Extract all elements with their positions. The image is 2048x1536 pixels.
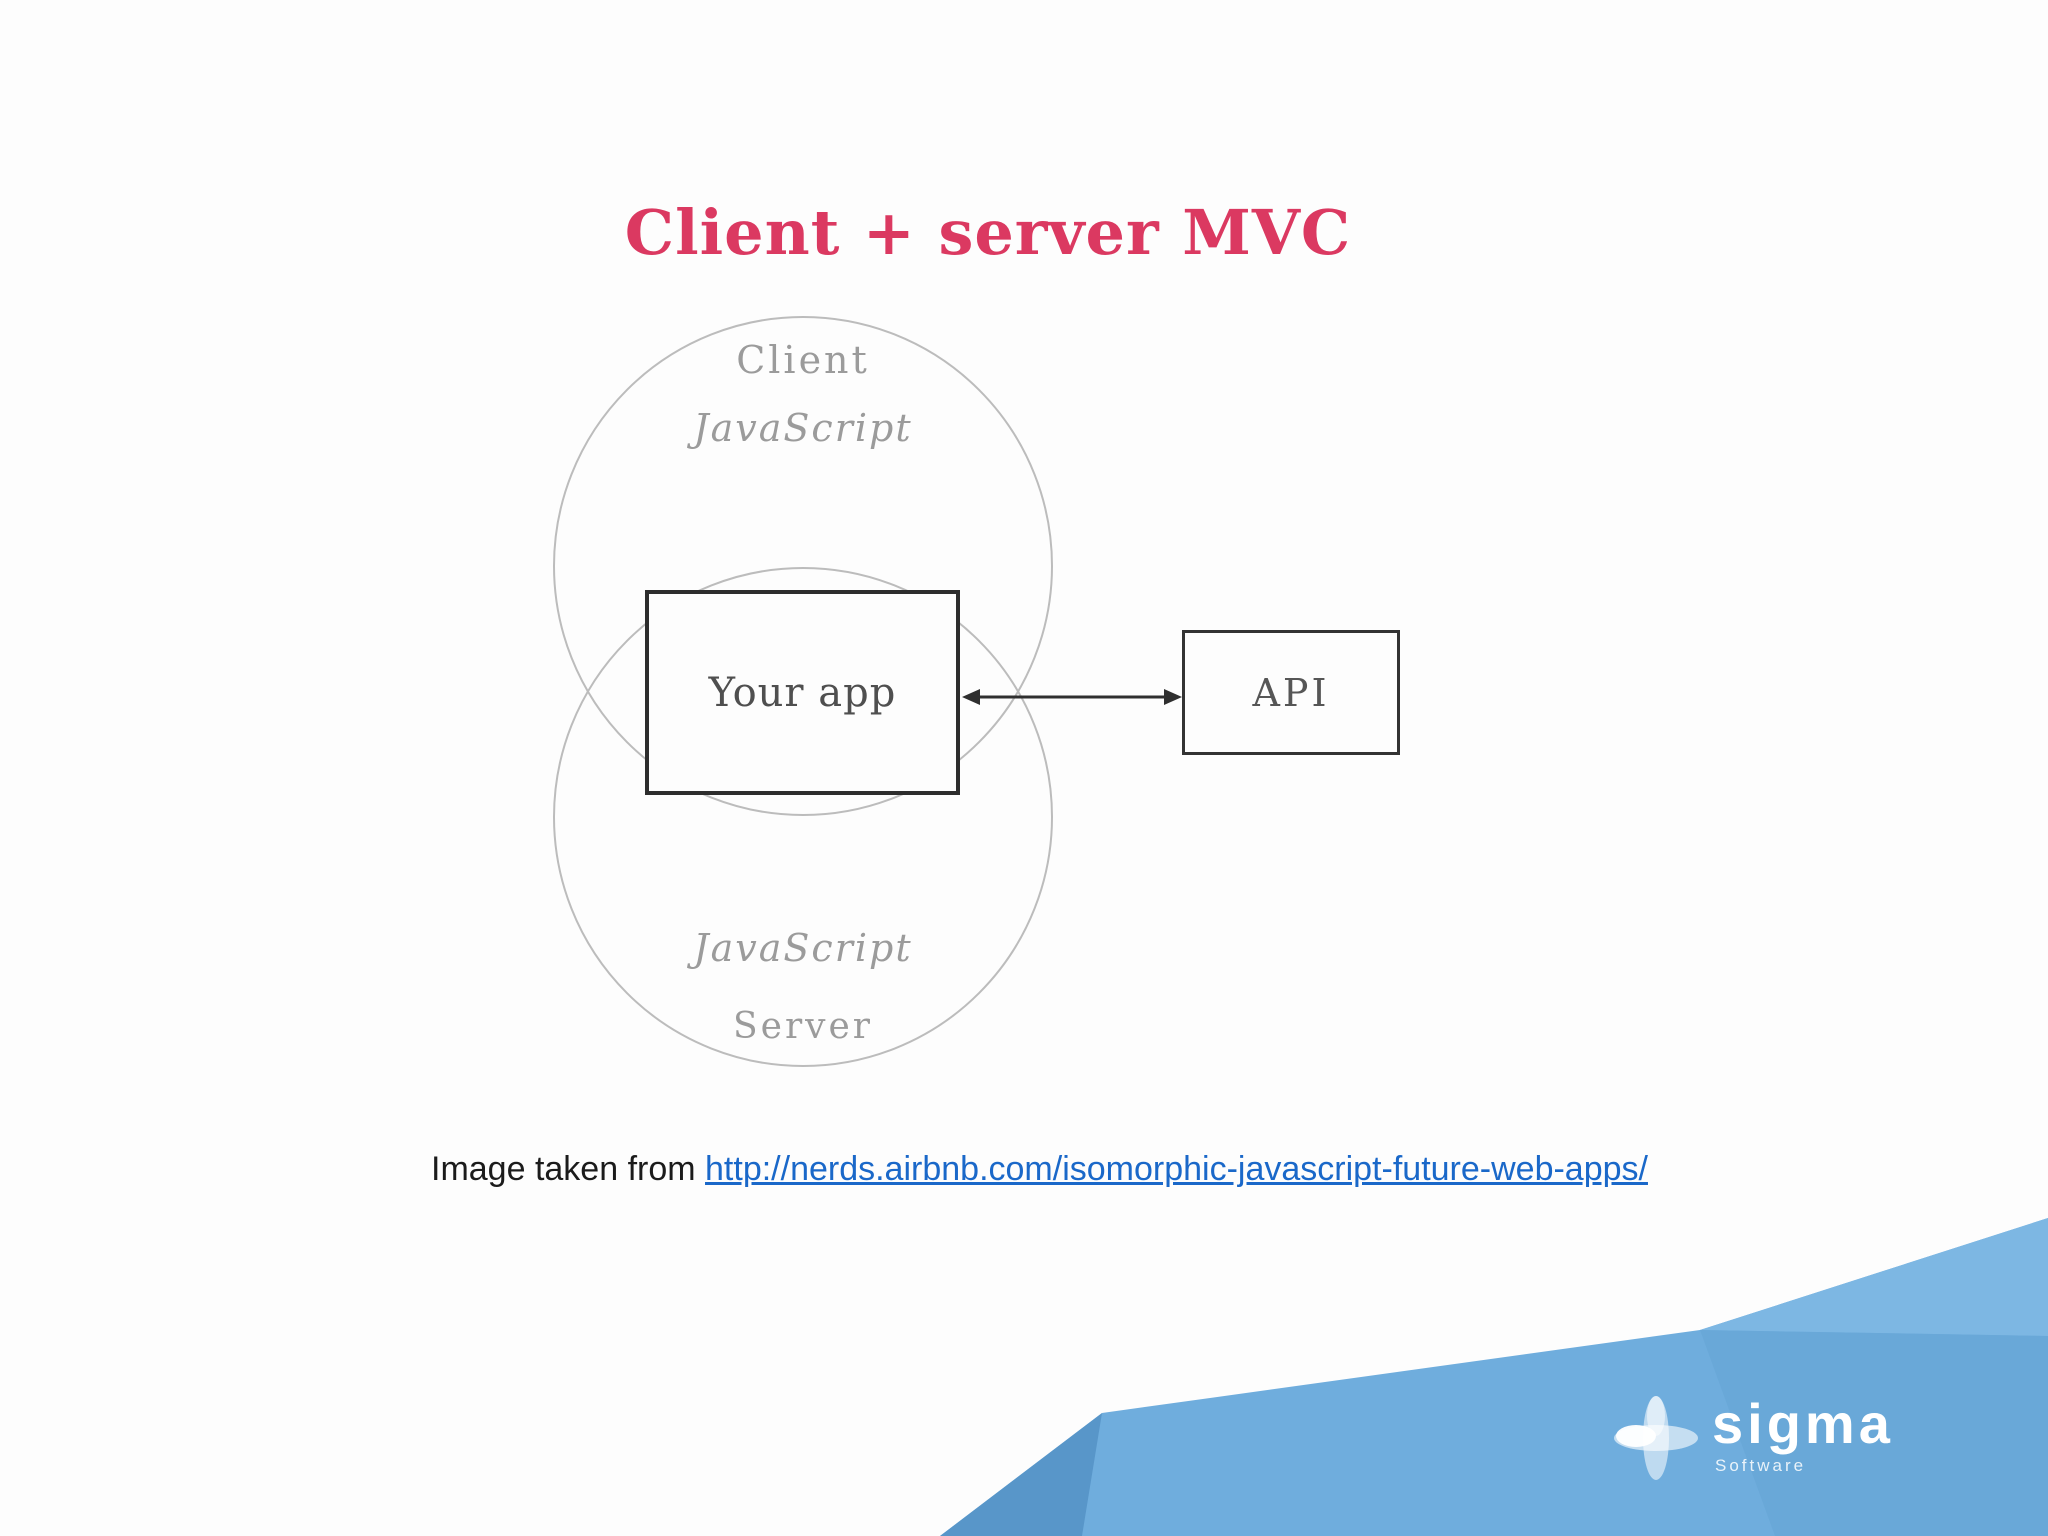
sigma-star-icon xyxy=(1614,1396,1698,1480)
your-app-label: Your app xyxy=(708,669,897,716)
top-circle-tech-label: JavaScript xyxy=(693,406,913,450)
footer-light-wedge xyxy=(1700,1218,2048,1336)
caption-prefix: Image taken from xyxy=(431,1150,706,1188)
your-app-box: Your app xyxy=(645,590,960,795)
arrowhead-right-icon xyxy=(1164,689,1182,705)
caption-link[interactable]: http://nerds.airbnb.com/isomorphic-javas… xyxy=(705,1150,1648,1188)
bottom-circle-tech-label: JavaScript xyxy=(693,926,913,970)
footer-dark-triangle xyxy=(940,1413,1102,1536)
api-label: API xyxy=(1252,670,1330,715)
sigma-logo: sigma Software xyxy=(1608,1390,1968,1490)
top-circle-label: Client xyxy=(736,338,870,382)
venn-bottom-circle xyxy=(553,567,1053,1067)
sigma-subtitle-text: Software xyxy=(1715,1456,1807,1475)
caption: Image taken from http://nerds.airbnb.com… xyxy=(431,1150,1648,1189)
bottom-circle-label: Server xyxy=(732,1006,874,1047)
page-title: Client + server MVC xyxy=(624,196,1352,269)
api-box: API xyxy=(1182,630,1400,755)
sigma-brand-text: sigma xyxy=(1712,1392,1894,1455)
